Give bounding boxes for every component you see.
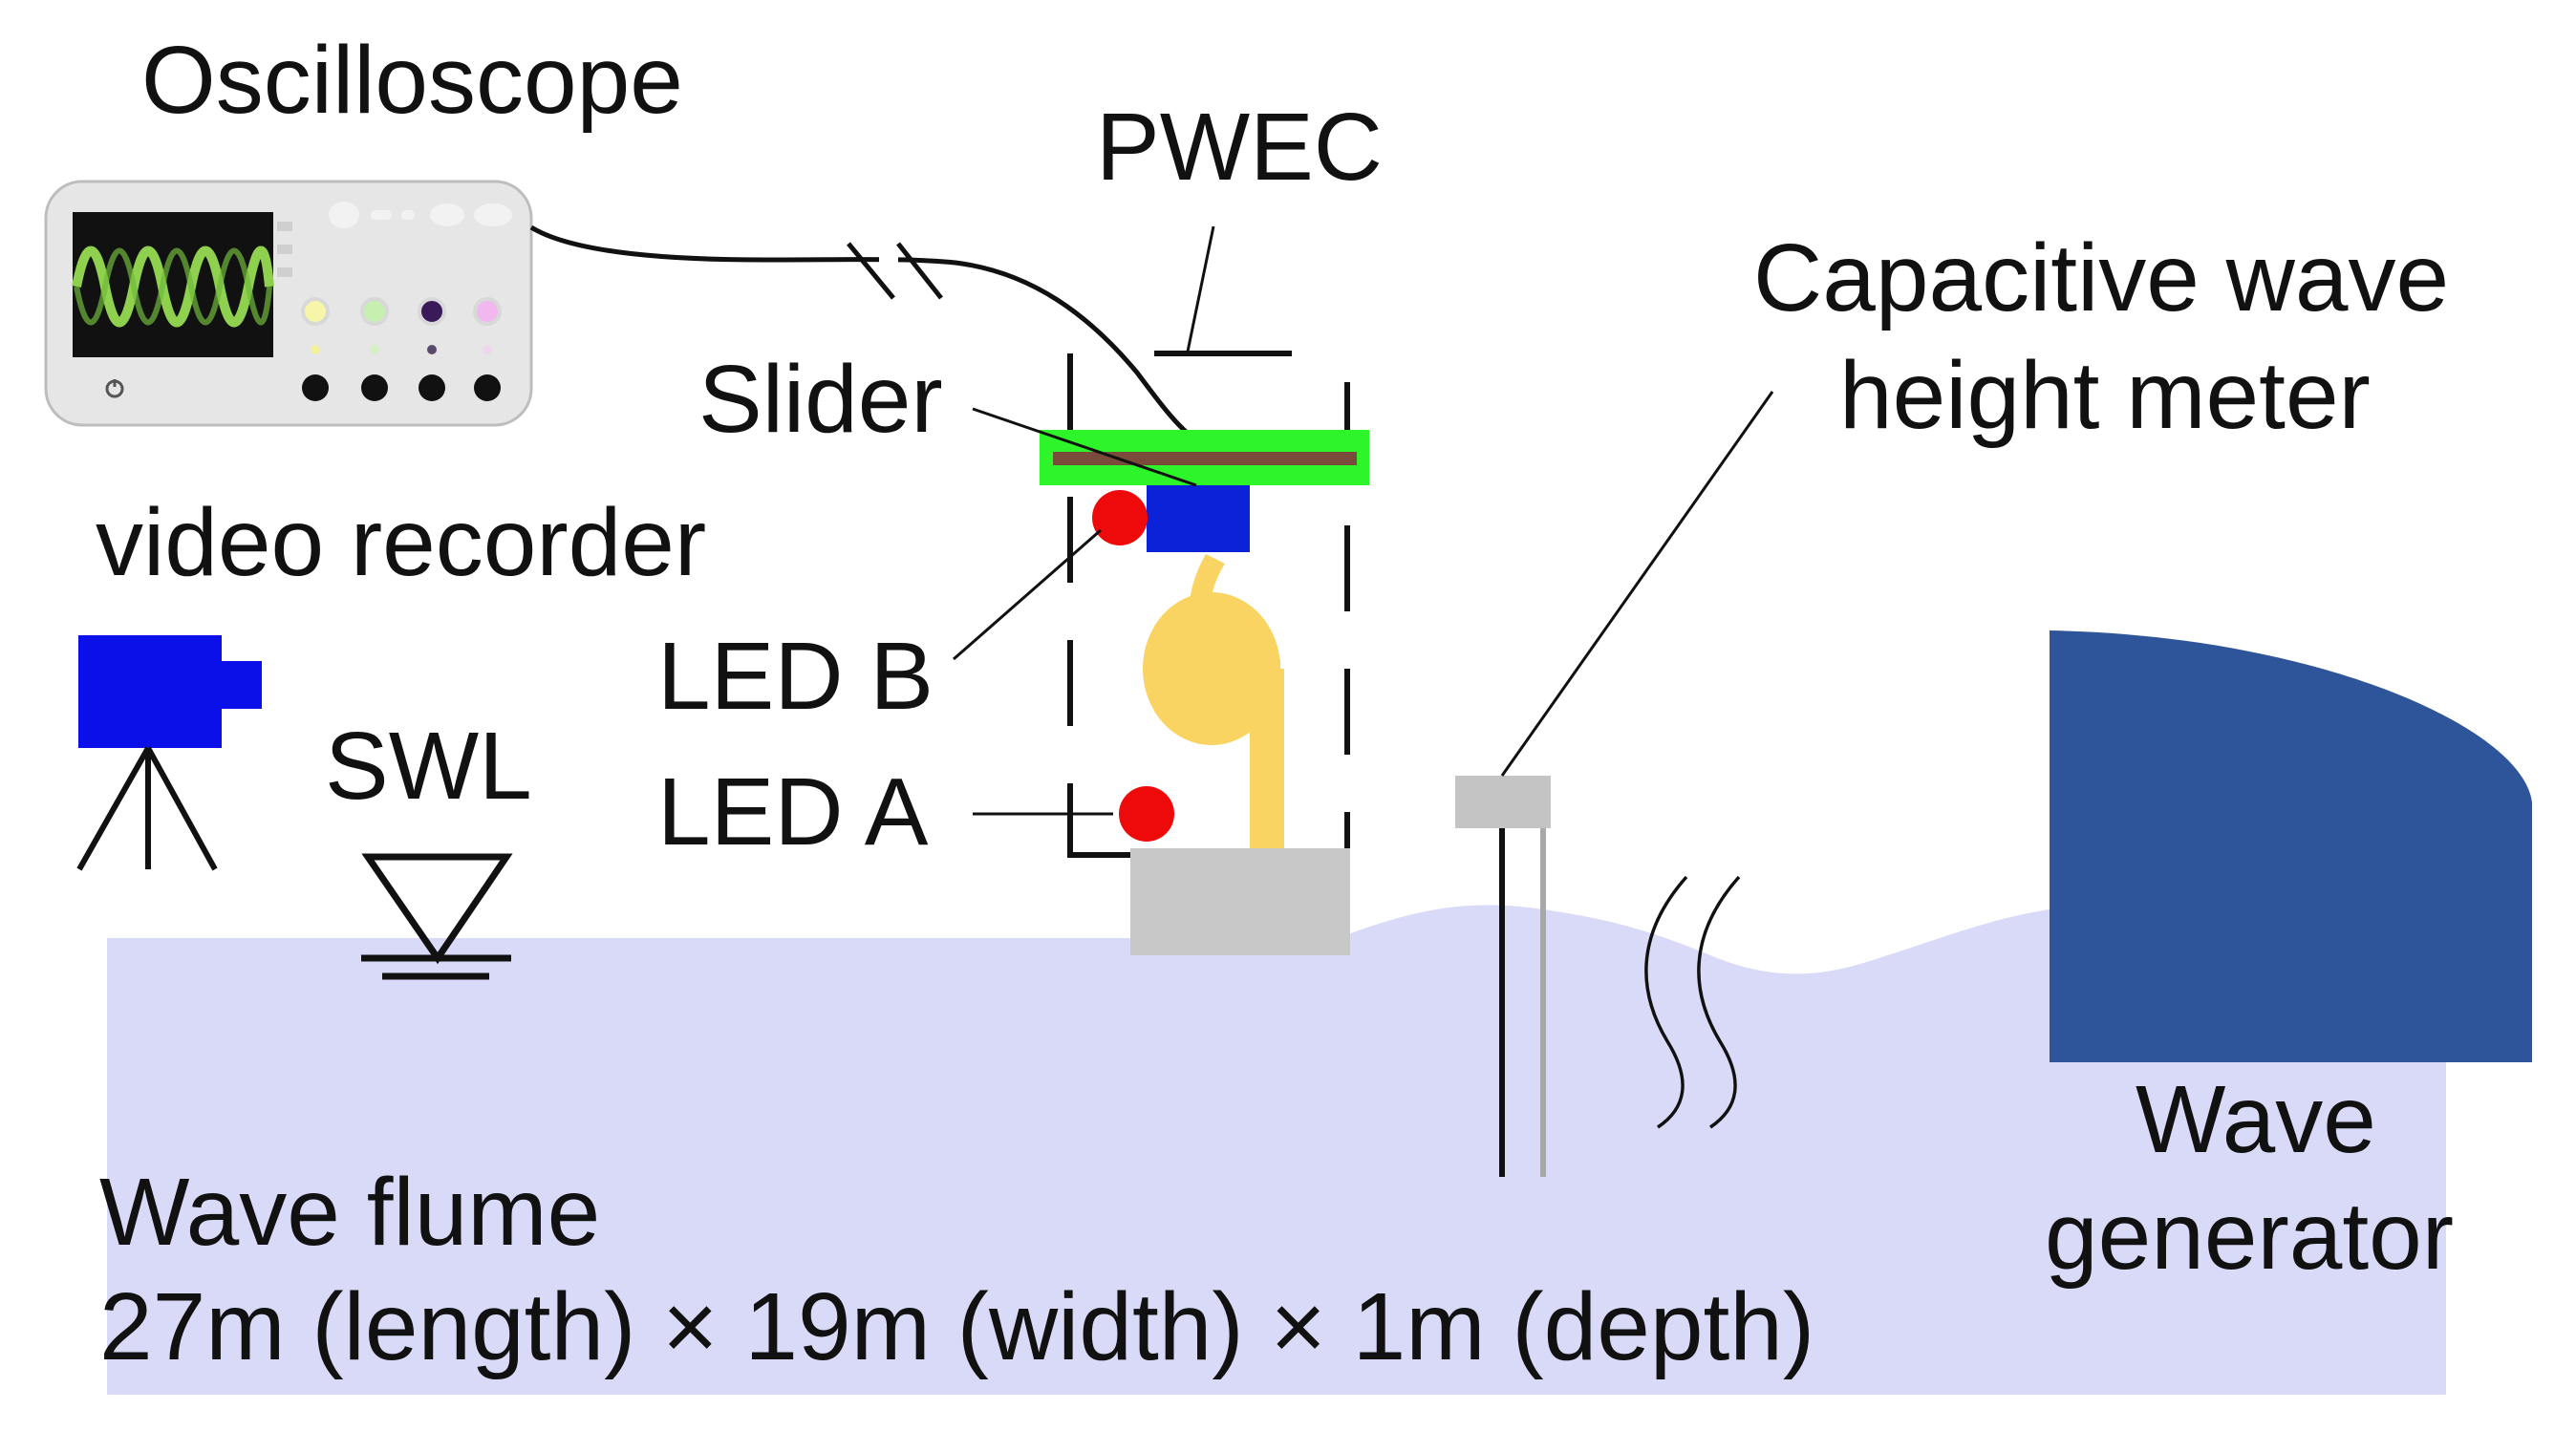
cable-break-mark [847,242,895,300]
slider-rail [1053,452,1357,465]
wave-generator [2050,630,2532,1062]
wave-generator-label-line2: generator [2045,1183,2454,1290]
wave-flume-water [107,905,2446,1395]
led-a [1119,786,1174,842]
capacitive-meter-label-line1: Capacitive wave [1753,224,2449,331]
led-b-label: LED B [657,623,934,730]
oscilloscope-waveform [72,246,274,328]
wave-flume-title: Wave flume [99,1159,600,1266]
video-camera-icon [76,635,262,871]
wave-generator-label-line1: Wave [2136,1066,2376,1173]
pwec-base-block [1130,848,1350,955]
capacitive-meter-label-line2: height meter [1839,342,2371,449]
still-water-level-symbol [361,853,513,980]
slider-block [1147,485,1250,552]
wave-flume-dimensions: 27m (length) × 19m (width) × 1m (depth) [99,1273,1814,1380]
slider-label: Slider [698,346,943,453]
leader-lines [953,225,1774,816]
swl-label: SWL [325,713,532,820]
video-recorder-label: video recorder [96,489,706,596]
wave-motion-lines [1644,875,1741,1129]
oscilloscope-icon [44,180,533,427]
capacitive-wave-height-meter [1455,776,1551,1177]
led-b [1092,490,1148,545]
cable-break-mark [896,242,943,300]
turbine [1143,554,1284,850]
led-a-label: LED A [657,758,929,865]
pwec-label: PWEC [1096,94,1383,201]
oscilloscope-label: Oscilloscope [141,27,683,134]
signal-cable [529,224,1219,454]
